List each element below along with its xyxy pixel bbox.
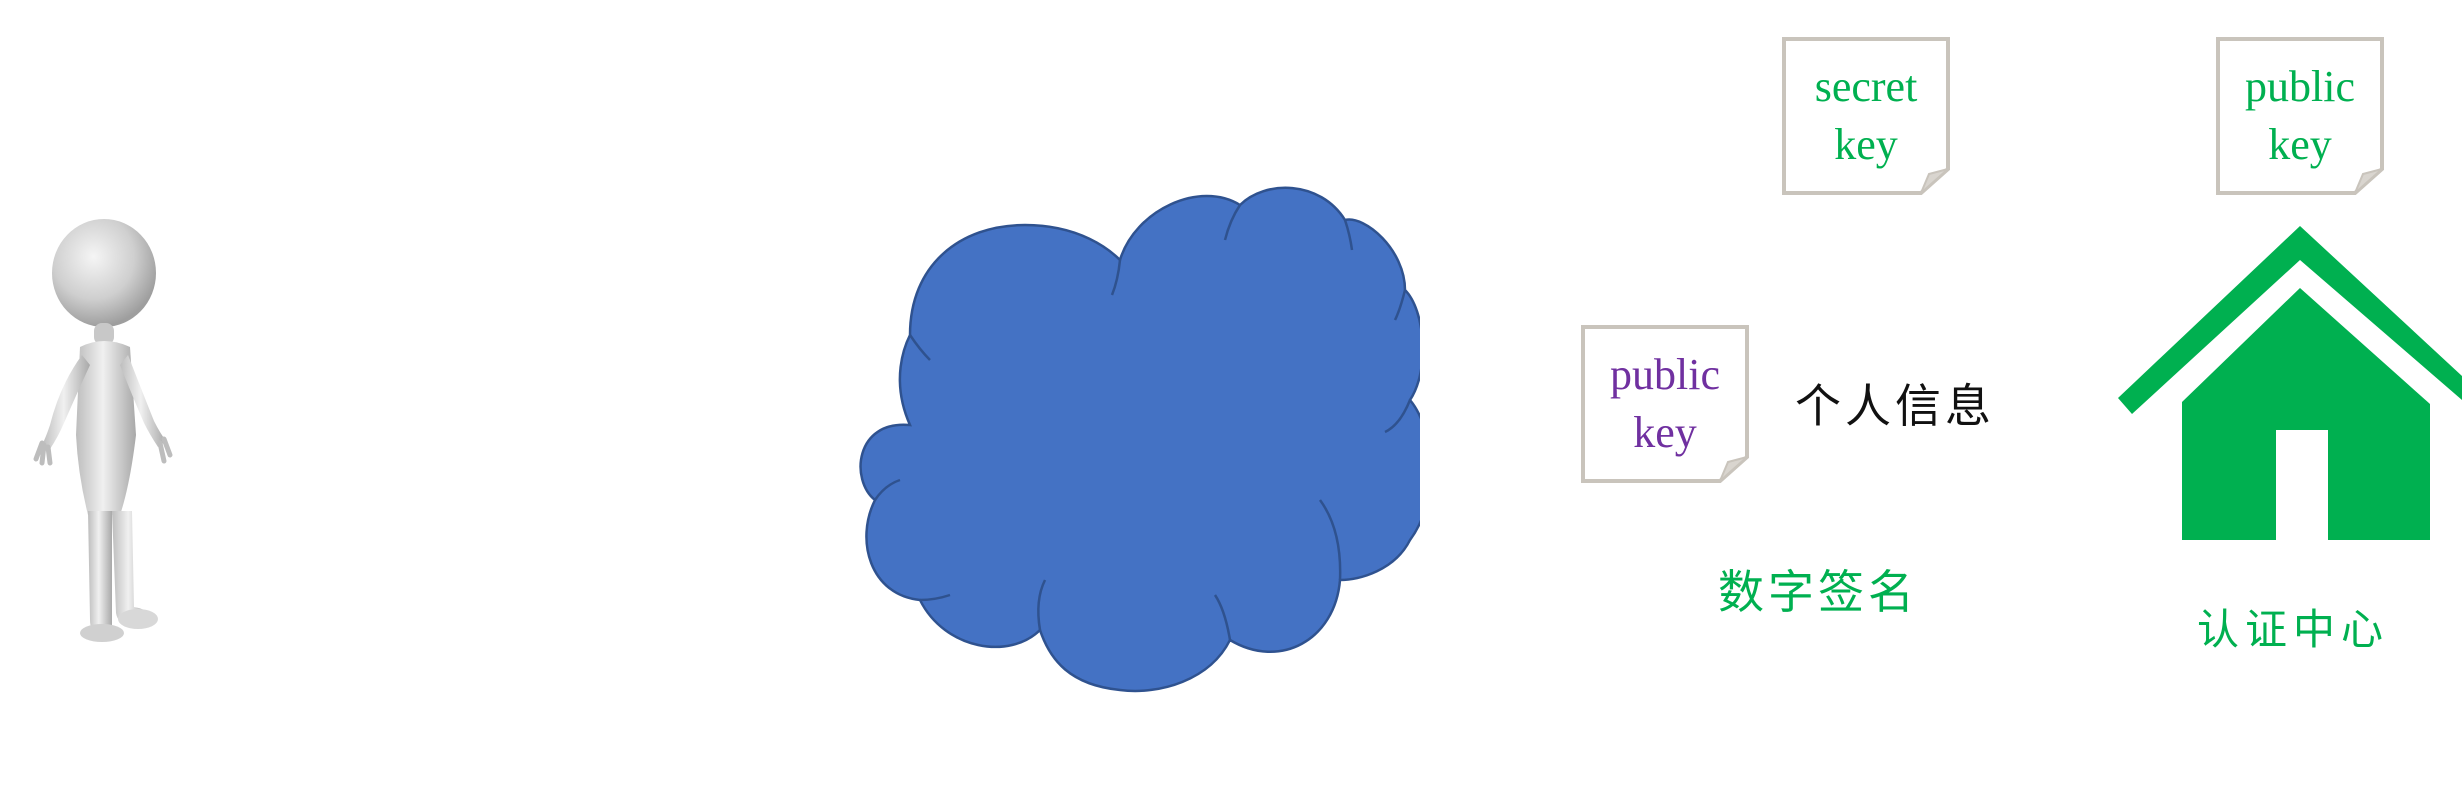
note-line-2: key [1633, 408, 1697, 457]
person-figure-icon [33, 219, 173, 642]
ca-public-key-note: public key [2215, 36, 2385, 196]
note-icon [1581, 325, 1749, 483]
network-cloud-icon [859, 186, 1420, 693]
user-public-key-note: public key [1580, 324, 1750, 484]
certificate-authority-label: 认证中心 [2197, 605, 2390, 654]
note-line-1: public [2245, 62, 2355, 111]
house-icon [2118, 226, 2462, 540]
digital-signature-label: 数字签名 [1718, 565, 1918, 619]
note-icon [1782, 37, 1950, 195]
note-line-1: secret [1814, 62, 1918, 111]
secret-key-note: secret key [1781, 36, 1951, 196]
note-line-2: key [1834, 120, 1898, 169]
note-line-2: key [2268, 120, 2332, 169]
note-line-1: public [1610, 350, 1720, 399]
personal-info-label: 个人信息 [1795, 379, 1995, 433]
note-icon [2216, 37, 2384, 195]
